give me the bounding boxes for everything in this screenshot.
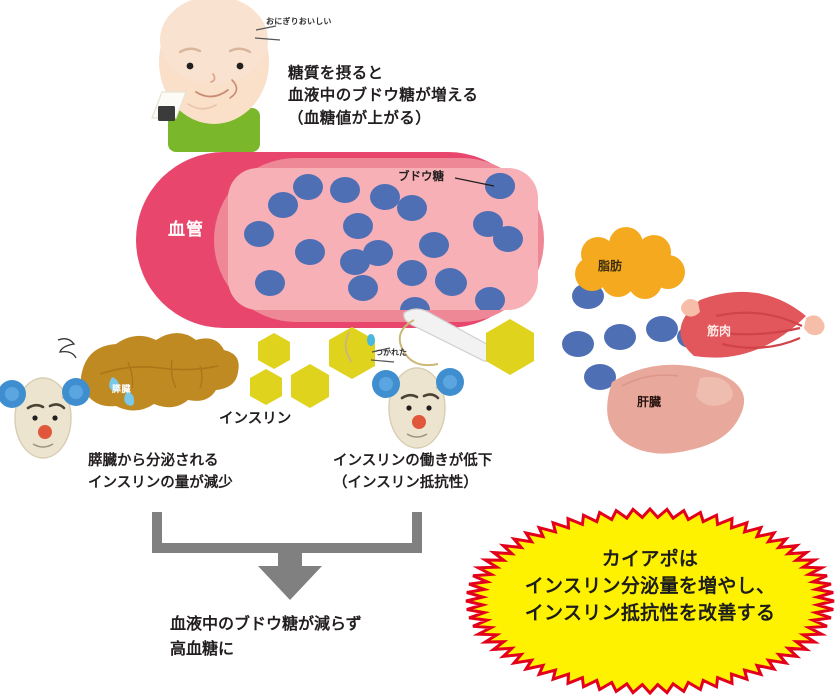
insulin-hexagons-group [250,319,534,408]
liver-illustration [607,364,745,454]
muscle-illustration [680,291,825,358]
fat-cells-illustration [575,227,685,299]
caption-insulin-resistance: インスリンの働きが低下 （インスリン抵抗性） [333,453,493,492]
label-fat: 脂肪 [598,259,623,273]
speech-bubble-tired: つかれた [375,348,407,357]
glucose-dots-peripheral [562,283,703,390]
speech-bubble-onigiri: おにぎりおいしい [266,17,332,26]
label-insulin: インスリン [219,411,292,427]
label-glucose: ブドウ糖 [398,169,444,183]
label-liver: 肝臓 [637,395,662,409]
label-pancreas: 膵臓 [112,385,132,395]
insulin-character-right [370,347,464,449]
starburst-shape [465,506,835,696]
label-muscle: 筋肉 [707,324,732,338]
person-illustration [151,0,281,152]
conclusion-text: 血液中のブドウ糖が減らず 高血糖に [170,614,362,658]
callout-starburst: カイアポは インスリン分泌量を増やし、 インスリン抵抗性を改善する [462,506,838,696]
insulin-character-left [0,377,90,459]
caption-insulin-secretion: 膵臓から分泌される インスリンの量が減少 [88,453,233,492]
glucose-dots-group [244,173,523,310]
callout-text: カイアポは インスリン分泌量を増やし、 インスリン抵抗性を改善する [524,548,776,624]
pancreas-illustration [57,333,239,411]
blood-vessel-illustration [136,152,544,328]
intake-description: 糖質を摂ると 血液中のブドウ糖が増える （血糖値が上がる） [288,64,479,127]
label-blood-vessel: 血管 [168,220,204,240]
